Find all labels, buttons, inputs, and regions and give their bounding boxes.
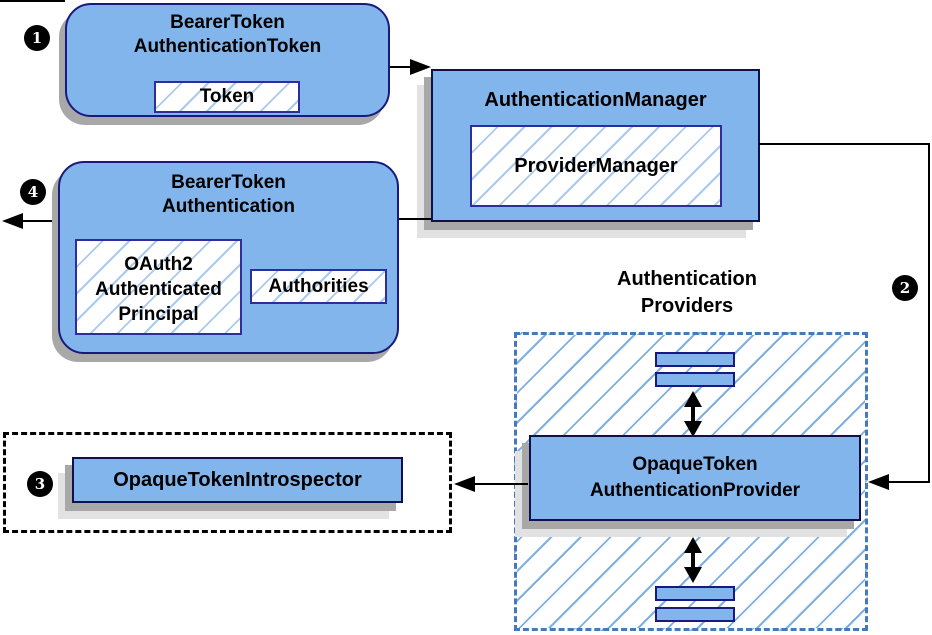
authentication-manager-box: AuthenticationManager ProviderManager: [431, 69, 760, 222]
provider-title-line-2: AuthenticationProvider: [589, 480, 801, 501]
title-line-2: Authentication: [162, 196, 295, 217]
arrowhead-into-introspector-icon: [454, 476, 475, 492]
bearer-token-authentication-token-box: BearerToken AuthenticationToken Token: [65, 3, 390, 117]
provider-slot-bar: [655, 586, 735, 601]
authentication-providers-region: OpaqueToken AuthenticationProvider: [514, 332, 868, 631]
flow-line-manager-to-authentication: [399, 218, 431, 220]
flow-line-step2-vertical: [928, 143, 930, 483]
opaque-token-authentication-provider-box: OpaqueToken AuthenticationProvider: [529, 435, 861, 521]
principal-line-3: Principal: [118, 304, 199, 325]
step-2-badge: 2: [892, 275, 918, 301]
authentication-manager-title: AuthenticationManager: [484, 89, 707, 111]
oauth2-authenticated-principal-box: OAuth2 Authenticated Principal: [75, 239, 242, 335]
provider-title-line-1: OpaqueToken: [632, 454, 758, 475]
label-line-2: Providers: [640, 295, 734, 317]
token-box: Token: [154, 81, 300, 113]
flow-line-request-in: [0, 0, 65, 2]
opaque-token-introspector-box: OpaqueTokenIntrospector: [72, 457, 403, 503]
principal-line-1: OAuth2: [124, 254, 193, 275]
flow-line-provider-to-introspector: [474, 483, 528, 485]
provider-slot-bar: [655, 352, 735, 367]
title-line-1: BearerToken: [170, 12, 285, 33]
bearer-token-authentication-box: BearerToken Authentication OAuth2 Authen…: [58, 161, 399, 354]
arrowhead-into-provider-icon: [868, 474, 889, 490]
arrowhead-into-manager-icon: [410, 59, 431, 75]
authorities-box: Authorities: [250, 269, 387, 304]
flow-line-token-to-manager: [390, 66, 412, 68]
provider-slot-bar: [655, 607, 735, 622]
title-line-2: AuthenticationToken: [133, 36, 322, 57]
title-line-1: BearerToken: [171, 172, 286, 193]
principal-line-2: Authenticated: [95, 279, 222, 300]
bearer-token-authentication-title: BearerToken Authentication: [60, 163, 397, 219]
flow-line-authentication-out: [20, 220, 58, 222]
flow-line-step2-top: [759, 143, 930, 145]
bidirectional-arrow-top-icon: [684, 391, 702, 437]
bearer-token-authentication-token-title: BearerToken AuthenticationToken: [67, 5, 388, 59]
introspector-dashed-region: [3, 432, 452, 533]
flow-line-step2-bottom: [888, 481, 930, 483]
provider-slot-bar: [655, 372, 735, 387]
arrowhead-result-out-icon: [2, 213, 23, 229]
label-line-1: Authentication: [617, 268, 757, 290]
step-4-badge: 4: [20, 179, 46, 205]
provider-manager-box: ProviderManager: [470, 125, 722, 207]
step-3-badge: 3: [27, 471, 53, 497]
step-1-badge: 1: [24, 25, 50, 51]
authentication-providers-label: Authentication Providers: [577, 266, 797, 320]
bidirectional-arrow-bottom-icon: [684, 537, 702, 583]
